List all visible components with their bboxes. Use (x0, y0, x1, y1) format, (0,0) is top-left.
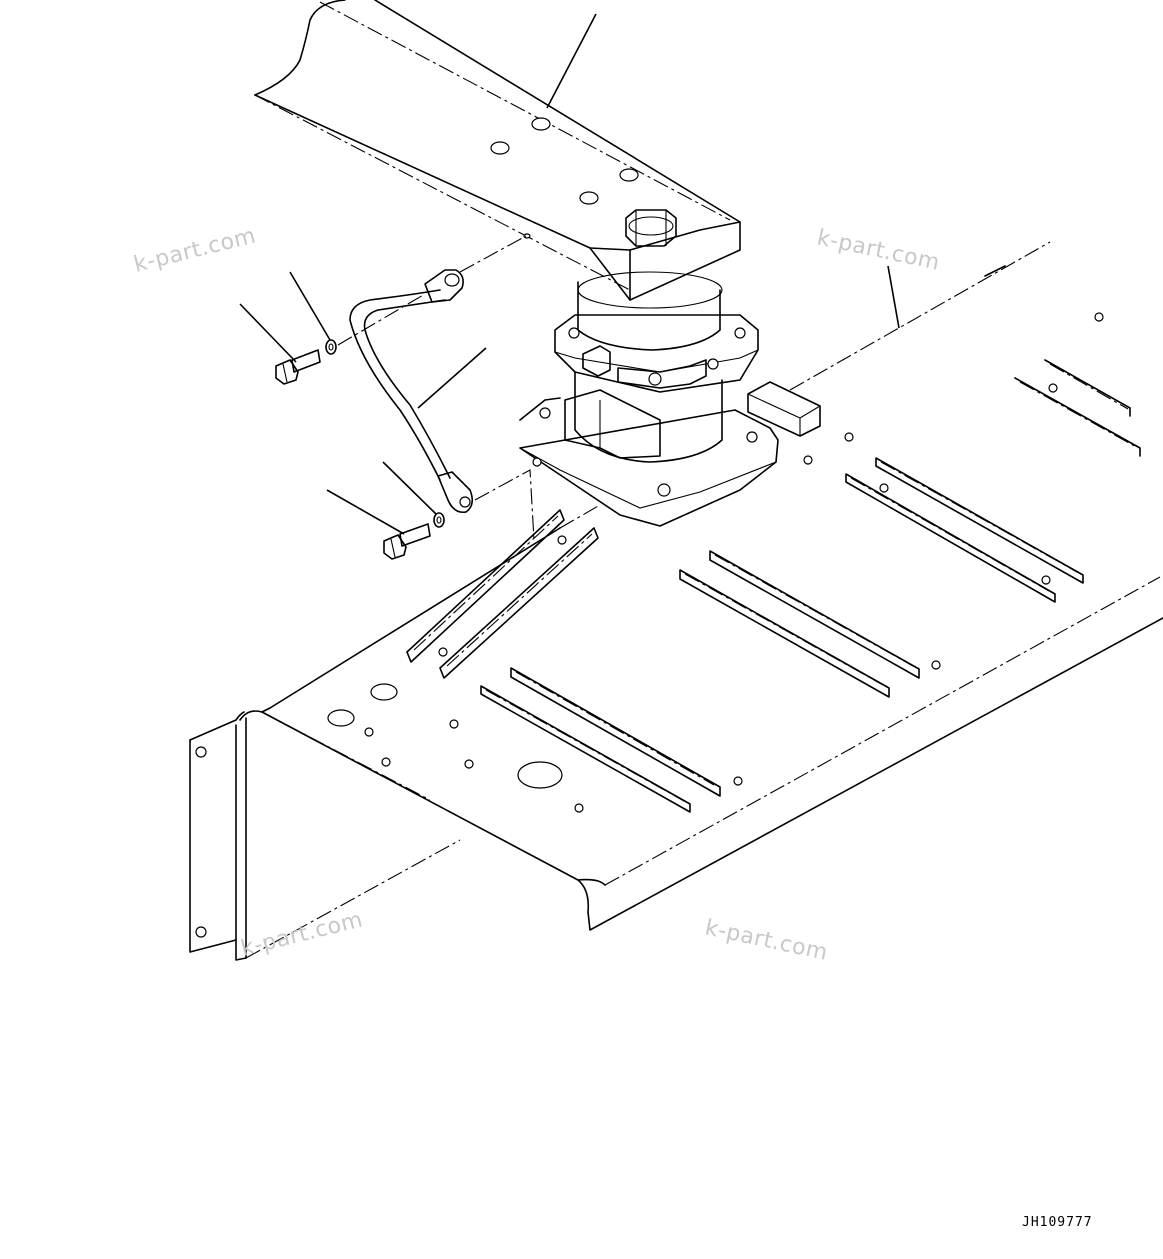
leader-lines (239, 13, 900, 535)
washer[interactable] (433, 512, 445, 528)
ground-cable[interactable] (349, 269, 474, 514)
assembly-line (474, 469, 535, 541)
bolt[interactable] (383, 523, 431, 560)
watermark-text: k-part.com (703, 915, 830, 965)
watermark-text: k-part.com (815, 225, 942, 275)
watermark-text: k-part.com (238, 907, 365, 961)
guide-rail (480, 667, 721, 813)
stopper-block (747, 381, 821, 437)
hex-nut (625, 209, 677, 247)
guide-rail (845, 457, 1084, 603)
watermark-text: k-part.com (131, 223, 258, 277)
upper-frame[interactable] (254, 0, 741, 301)
bolt[interactable] (275, 349, 321, 385)
lower-frame[interactable] (189, 241, 1163, 961)
swivel-joint[interactable] (519, 271, 821, 527)
assembly-line (459, 235, 527, 273)
guide-rail (1014, 359, 1141, 457)
drawing-code: JH109777 (1022, 1215, 1093, 1230)
guide-rail (679, 550, 920, 698)
washer[interactable] (325, 339, 337, 355)
guide-rail-diagonal (406, 509, 599, 679)
assembly-line (337, 293, 426, 346)
